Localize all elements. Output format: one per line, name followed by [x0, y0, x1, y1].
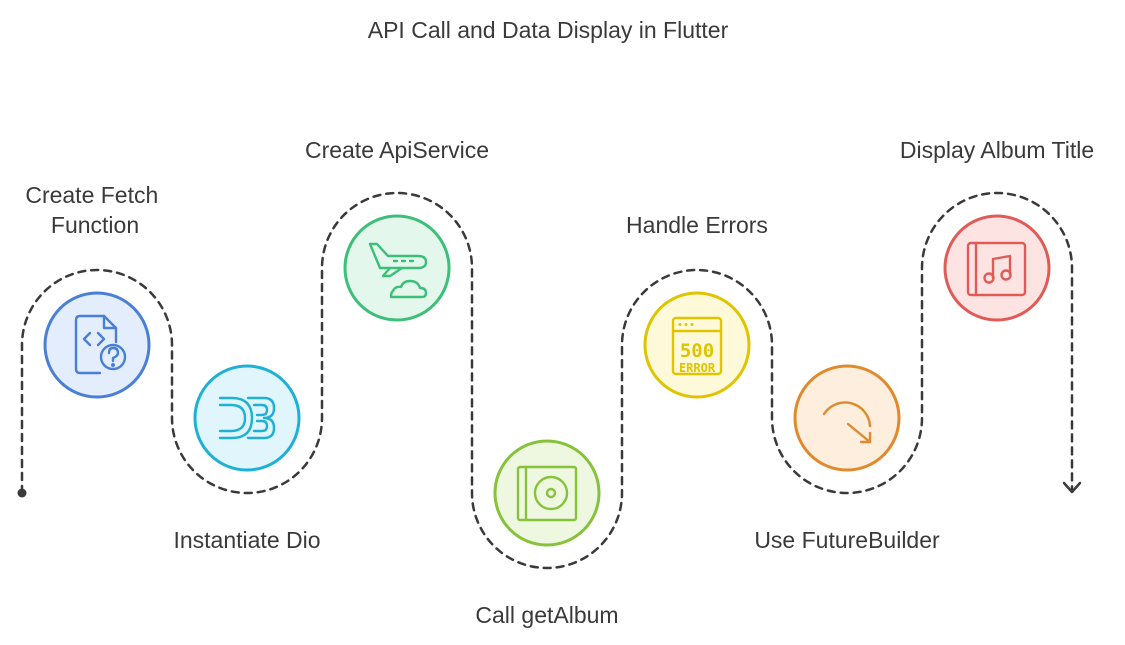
flow-path [20, 191, 1074, 570]
error-code-text: 500 [680, 340, 714, 362]
step-label-line: Use FutureBuilder [754, 527, 940, 553]
airplane-cloud-icon [368, 242, 428, 299]
step-label-line: Display Album Title [900, 137, 1094, 163]
path-end-arrow [1062, 481, 1082, 494]
step-circle [193, 364, 301, 472]
d3-logo-icon [218, 396, 276, 440]
refresh-arrow-icon [822, 401, 872, 444]
error-word-text: ERROR [679, 361, 716, 375]
step-label-line: Function [51, 212, 139, 238]
music-album-icon [966, 241, 1027, 297]
path-start-dot [17, 488, 27, 498]
step-label: Create Fetch Function [25, 182, 164, 238]
step-label-line: Instantiate Dio [173, 527, 320, 553]
step-label-line: Call getAlbum [475, 602, 618, 628]
step-label: Instantiate Dio [173, 527, 320, 553]
diagram-title: API Call and Data Display in Flutter [368, 17, 729, 43]
step-label: Display Album Title [900, 137, 1094, 163]
step-circle [793, 364, 901, 472]
step-handle-errors: Handle Errors 500 ERROR [626, 212, 768, 399]
step-use-futurebuilder: Use FutureBuilder [754, 364, 940, 553]
album-disc-icon [516, 465, 578, 522]
step-circle [643, 291, 751, 399]
step-label-line: Create ApiService [305, 137, 489, 163]
step-call-getalbum: Call getAlbum [475, 439, 619, 628]
step-display-album-title: Display Album Title [900, 137, 1094, 322]
step-label: Use FutureBuilder [754, 527, 940, 553]
step-label-line: Handle Errors [626, 212, 768, 238]
step-create-fetch-function: Create Fetch Function [25, 182, 164, 399]
code-file-question-icon [74, 314, 127, 375]
step-label-line: Create Fetch [25, 182, 158, 208]
step-create-apiservice: Create ApiService [305, 137, 489, 322]
step-instantiate-dio: Instantiate Dio [173, 364, 321, 553]
step-label: Create ApiService [305, 137, 489, 163]
step-circle [943, 214, 1051, 322]
step-label: Call getAlbum [475, 602, 618, 628]
step-label: Handle Errors [626, 212, 768, 238]
error-500-icon: 500 ERROR [671, 316, 723, 376]
